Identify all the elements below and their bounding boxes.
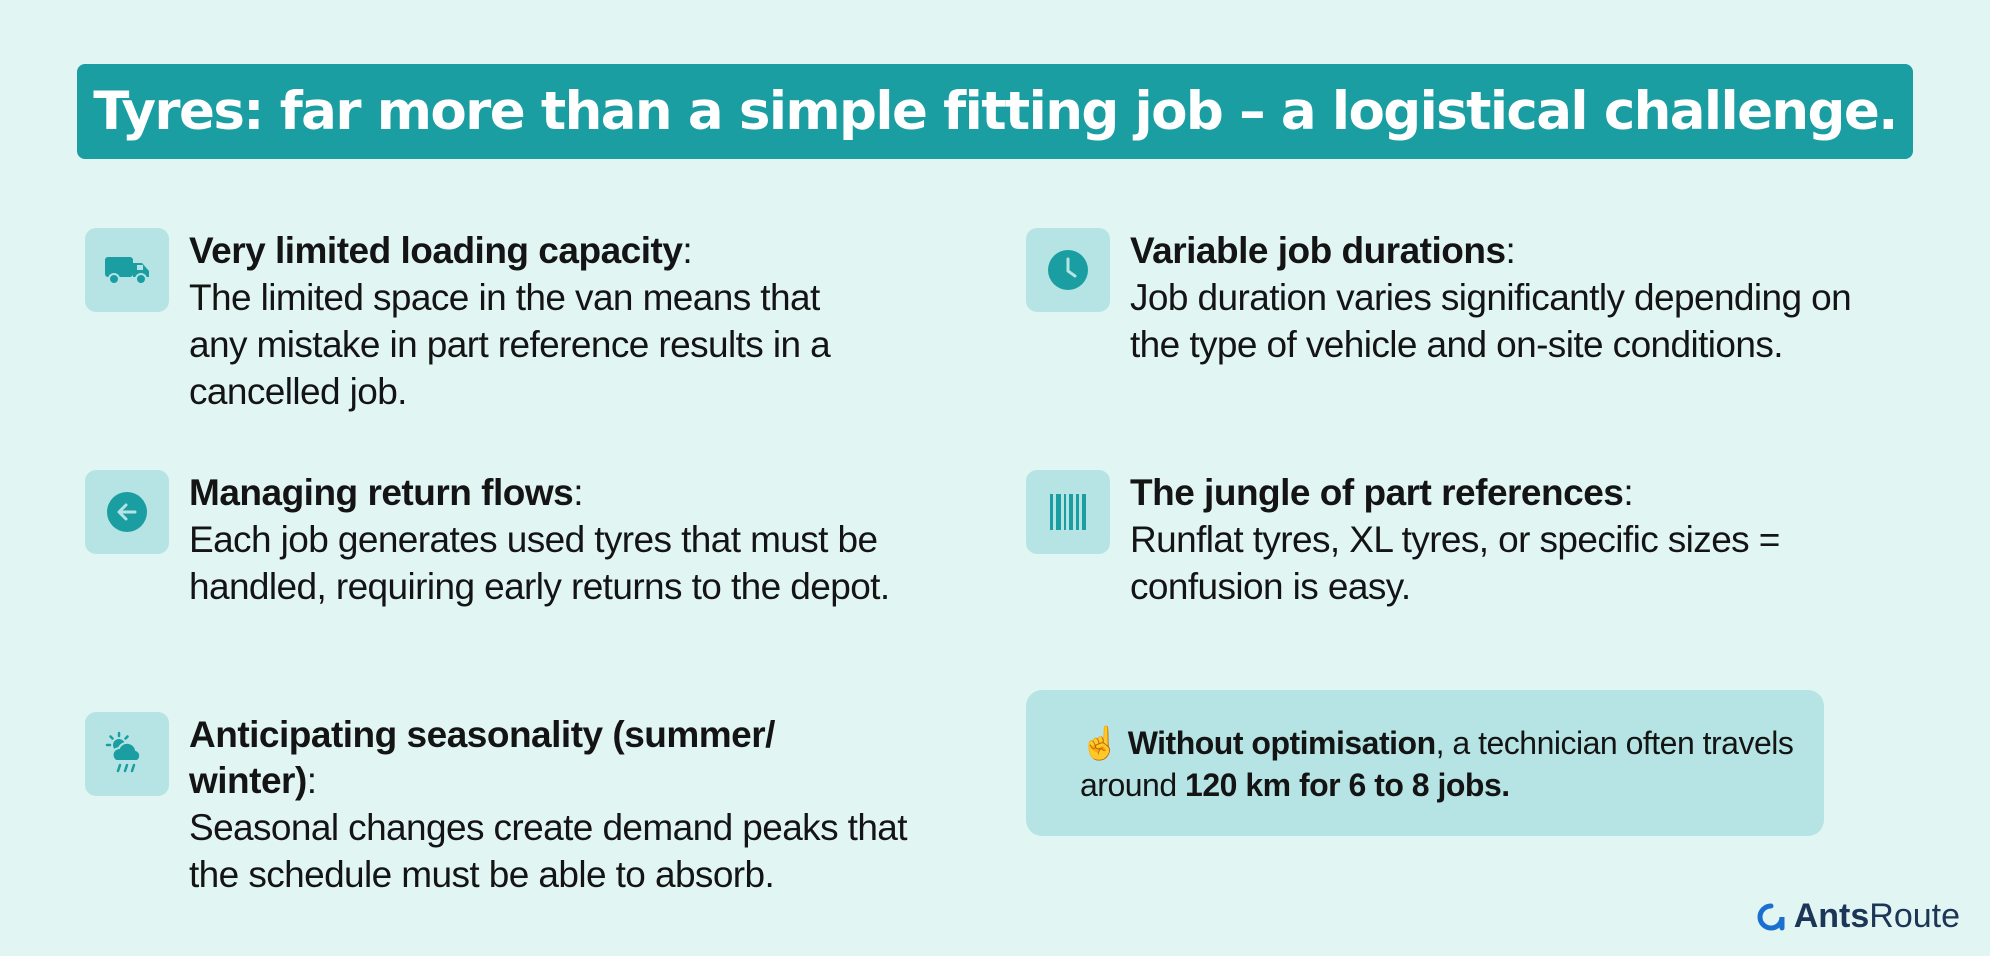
item-body: The limited space in the van means that …: [189, 277, 831, 412]
item-heading: Managing return flows:: [189, 472, 583, 513]
title-banner: Tyres: far more than a simple fitting jo…: [77, 64, 1913, 159]
arrow-left-circle-icon: [85, 470, 169, 554]
item-heading: Variable job durations:: [1130, 230, 1516, 271]
weather-icon: [85, 712, 169, 796]
antsroute-logo-icon: [1757, 903, 1785, 930]
pointing-up-icon: ☝️: [1080, 725, 1120, 761]
page-title: Tyres: far more than a simple fitting jo…: [93, 81, 1898, 142]
antsroute-logo: AntsRoute: [1756, 897, 1960, 936]
item-body: Each job generates used tyres that must …: [189, 519, 890, 607]
item-body: Runflat tyres, XL tyres, or specific siz…: [1130, 519, 1780, 607]
logo-word-ants: Ants: [1793, 897, 1870, 935]
item-heading: Anticipating seasonality (summer/ winter…: [189, 714, 775, 801]
barcode-icon: [1026, 470, 1110, 554]
callout-text: ☝️ Without optimisation, a technician of…: [1080, 725, 1794, 803]
clock-icon: [1026, 228, 1110, 312]
logo-word-route: Route: [1869, 897, 1960, 935]
item-heading: The jungle of part references:: [1130, 472, 1634, 513]
item-heading: Very limited loading capacity:: [189, 230, 693, 271]
truck-icon: [85, 228, 169, 312]
item-body: Seasonal changes create demand peaks tha…: [189, 807, 908, 895]
item-body: Job duration varies significantly depend…: [1130, 277, 1852, 365]
optimisation-callout: ☝️ Without optimisation, a technician of…: [1026, 690, 1824, 836]
